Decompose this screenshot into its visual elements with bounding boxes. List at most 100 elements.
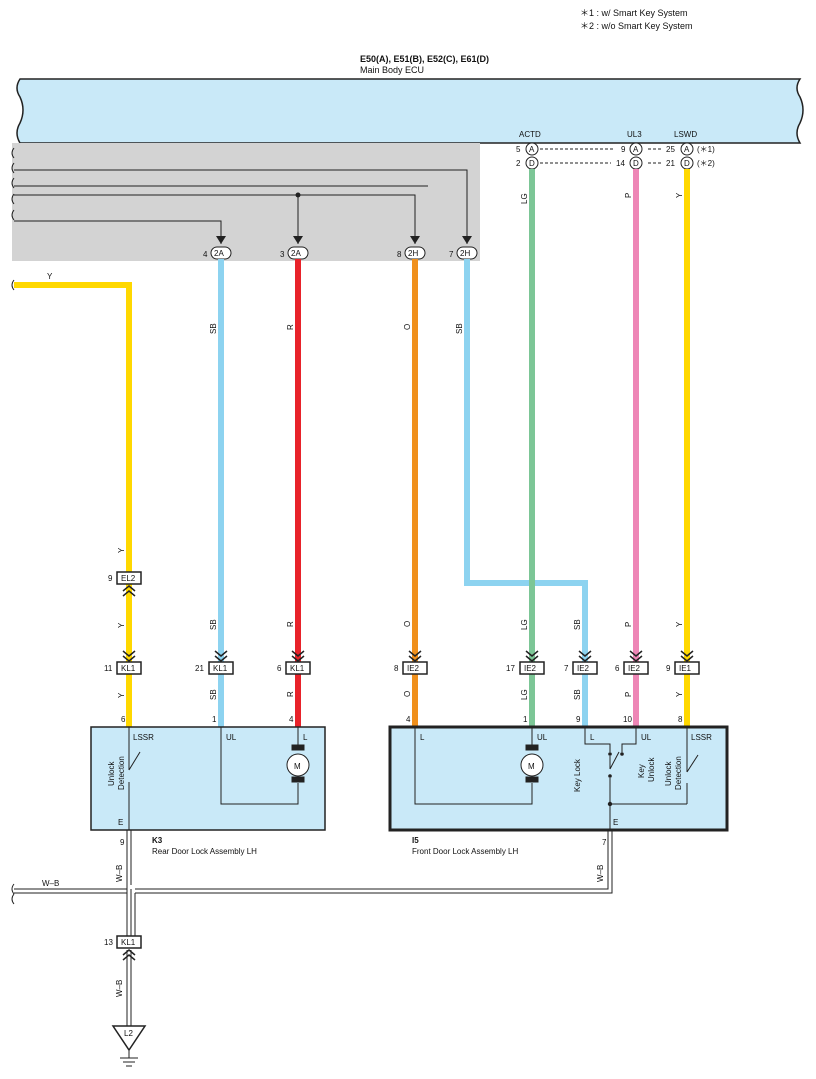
svg-text:9: 9	[108, 574, 113, 583]
svg-text:Unlock: Unlock	[107, 761, 116, 786]
ecu-connector-codes: E50(A), E51(B), E52(C), E61(D)	[360, 54, 489, 64]
svg-text:(＊2): (＊2)	[697, 159, 715, 168]
svg-text:Y: Y	[675, 691, 684, 697]
svg-text:Y: Y	[117, 547, 126, 553]
svg-text:Y: Y	[675, 192, 684, 198]
svg-text:W–B: W–B	[596, 865, 605, 882]
svg-text:10: 10	[623, 715, 632, 724]
svg-text:14: 14	[616, 159, 625, 168]
svg-text:9: 9	[666, 664, 671, 673]
svg-text:Key: Key	[637, 764, 646, 778]
ecu-name: Main Body ECU	[360, 65, 424, 75]
svg-text:7: 7	[449, 250, 454, 259]
svg-text:P: P	[624, 622, 633, 627]
terminal-lswd: LSWD	[674, 130, 697, 139]
svg-text:9: 9	[120, 838, 125, 847]
svg-text:2H: 2H	[460, 249, 470, 258]
svg-text:A: A	[684, 145, 690, 154]
svg-text:UL: UL	[226, 733, 237, 742]
svg-text:SB: SB	[455, 323, 464, 334]
svg-text:P: P	[624, 193, 633, 198]
svg-text:SB: SB	[209, 689, 218, 700]
connector-ie2-8: 8 IE2	[394, 661, 428, 675]
i5-internal	[414, 727, 699, 830]
front-door-lock-assembly	[388, 725, 729, 832]
svg-text:E: E	[118, 818, 123, 827]
svg-text:LSSR: LSSR	[133, 733, 154, 742]
ground-wires	[11, 830, 613, 1026]
svg-text:L: L	[303, 733, 308, 742]
svg-text:6: 6	[277, 664, 282, 673]
svg-text:KL1: KL1	[121, 664, 136, 673]
svg-text:W–B: W–B	[42, 879, 59, 888]
svg-text:2H: 2H	[408, 249, 418, 258]
ground-point-l2: L2	[111, 1025, 147, 1067]
svg-text:4: 4	[203, 250, 208, 259]
svg-text:SB: SB	[209, 619, 218, 630]
svg-text:4: 4	[289, 715, 294, 724]
connector-el2: 9 EL2	[108, 571, 142, 585]
connector-kl1-21: 21 KL1	[195, 661, 234, 675]
svg-text:6: 6	[615, 664, 620, 673]
k3-labels: LSSR UL L E Unlock Detection	[107, 733, 308, 827]
i5-labels: L UL L UL LSSR E Key Lock Key Unlock Unl…	[420, 733, 712, 827]
svg-text:W–B: W–B	[115, 865, 124, 882]
svg-text:L: L	[420, 733, 425, 742]
svg-text:KL1: KL1	[290, 664, 305, 673]
svg-text:D: D	[633, 159, 639, 168]
svg-text:Y: Y	[675, 621, 684, 627]
rear-door-lock-assembly	[90, 726, 326, 831]
svg-text:KL1: KL1	[213, 664, 228, 673]
svg-text:2: 2	[516, 159, 521, 168]
ecu-internal-panel	[12, 143, 480, 261]
svg-text:11: 11	[104, 664, 113, 673]
svg-text:Y: Y	[117, 692, 126, 698]
k3-motor-icon: M	[294, 762, 301, 771]
svg-text:IE2: IE2	[577, 664, 590, 673]
wire-break-mark	[11, 279, 15, 291]
svg-text:25: 25	[666, 145, 675, 154]
svg-text:4: 4	[406, 715, 411, 724]
svg-text:D: D	[684, 159, 690, 168]
i5-motor-icon: M	[528, 762, 535, 771]
svg-text:Y: Y	[47, 272, 53, 281]
wire-y-rear	[14, 282, 132, 727]
svg-text:Unlock: Unlock	[647, 757, 656, 782]
k3-pin-numbers: 6 1 4 9	[120, 715, 294, 847]
i5-id: I5	[412, 836, 419, 845]
svg-text:Detection: Detection	[674, 756, 683, 790]
svg-text:13: 13	[104, 938, 113, 947]
svg-text:LSSR: LSSR	[691, 733, 712, 742]
svg-text:D: D	[529, 159, 535, 168]
ecu-pin-table: 5 A 9 A 25 A (＊1) 2 D 14 D 21 D (＊2)	[516, 142, 715, 170]
svg-text:L: L	[590, 733, 595, 742]
svg-text:17: 17	[506, 664, 515, 673]
svg-text:SB: SB	[573, 689, 582, 700]
note-smart-key: ＊1 : w/ Smart Key System	[580, 8, 688, 18]
svg-text:3: 3	[280, 250, 285, 259]
svg-text:1: 1	[212, 715, 217, 724]
svg-text:8: 8	[397, 250, 402, 259]
svg-text:LG: LG	[520, 193, 529, 204]
note-no-smart-key: ＊2 : w/o Smart Key System	[580, 21, 693, 31]
svg-text:7: 7	[564, 664, 569, 673]
k3-id: K3	[152, 836, 163, 845]
ground-wire-labels: W–B W–B W–B W–B	[42, 865, 605, 997]
i5-pin-numbers: 4 1 9 10 8 7	[406, 715, 683, 847]
svg-text:2A: 2A	[291, 249, 301, 258]
wire-labels: Y SB R O SB LG P Y Y Y SB R O LG SB P Y …	[47, 192, 684, 700]
svg-text:L2: L2	[124, 1029, 133, 1038]
connector-ie2-7: 7 IE2	[564, 661, 598, 675]
connector-chevrons	[122, 585, 694, 961]
junction-2h-7: 7 2H	[449, 246, 478, 260]
svg-text:EL2: EL2	[121, 574, 136, 583]
svg-text:9: 9	[621, 145, 626, 154]
svg-text:O: O	[403, 324, 412, 330]
terminal-actd: ACTD	[519, 130, 541, 139]
connector-ie1-9: 9 IE1	[666, 661, 700, 675]
terminal-ul3: UL3	[627, 130, 642, 139]
svg-text:IE2: IE2	[524, 664, 537, 673]
i5-switch-terminals	[607, 752, 624, 807]
svg-text:8: 8	[678, 715, 683, 724]
